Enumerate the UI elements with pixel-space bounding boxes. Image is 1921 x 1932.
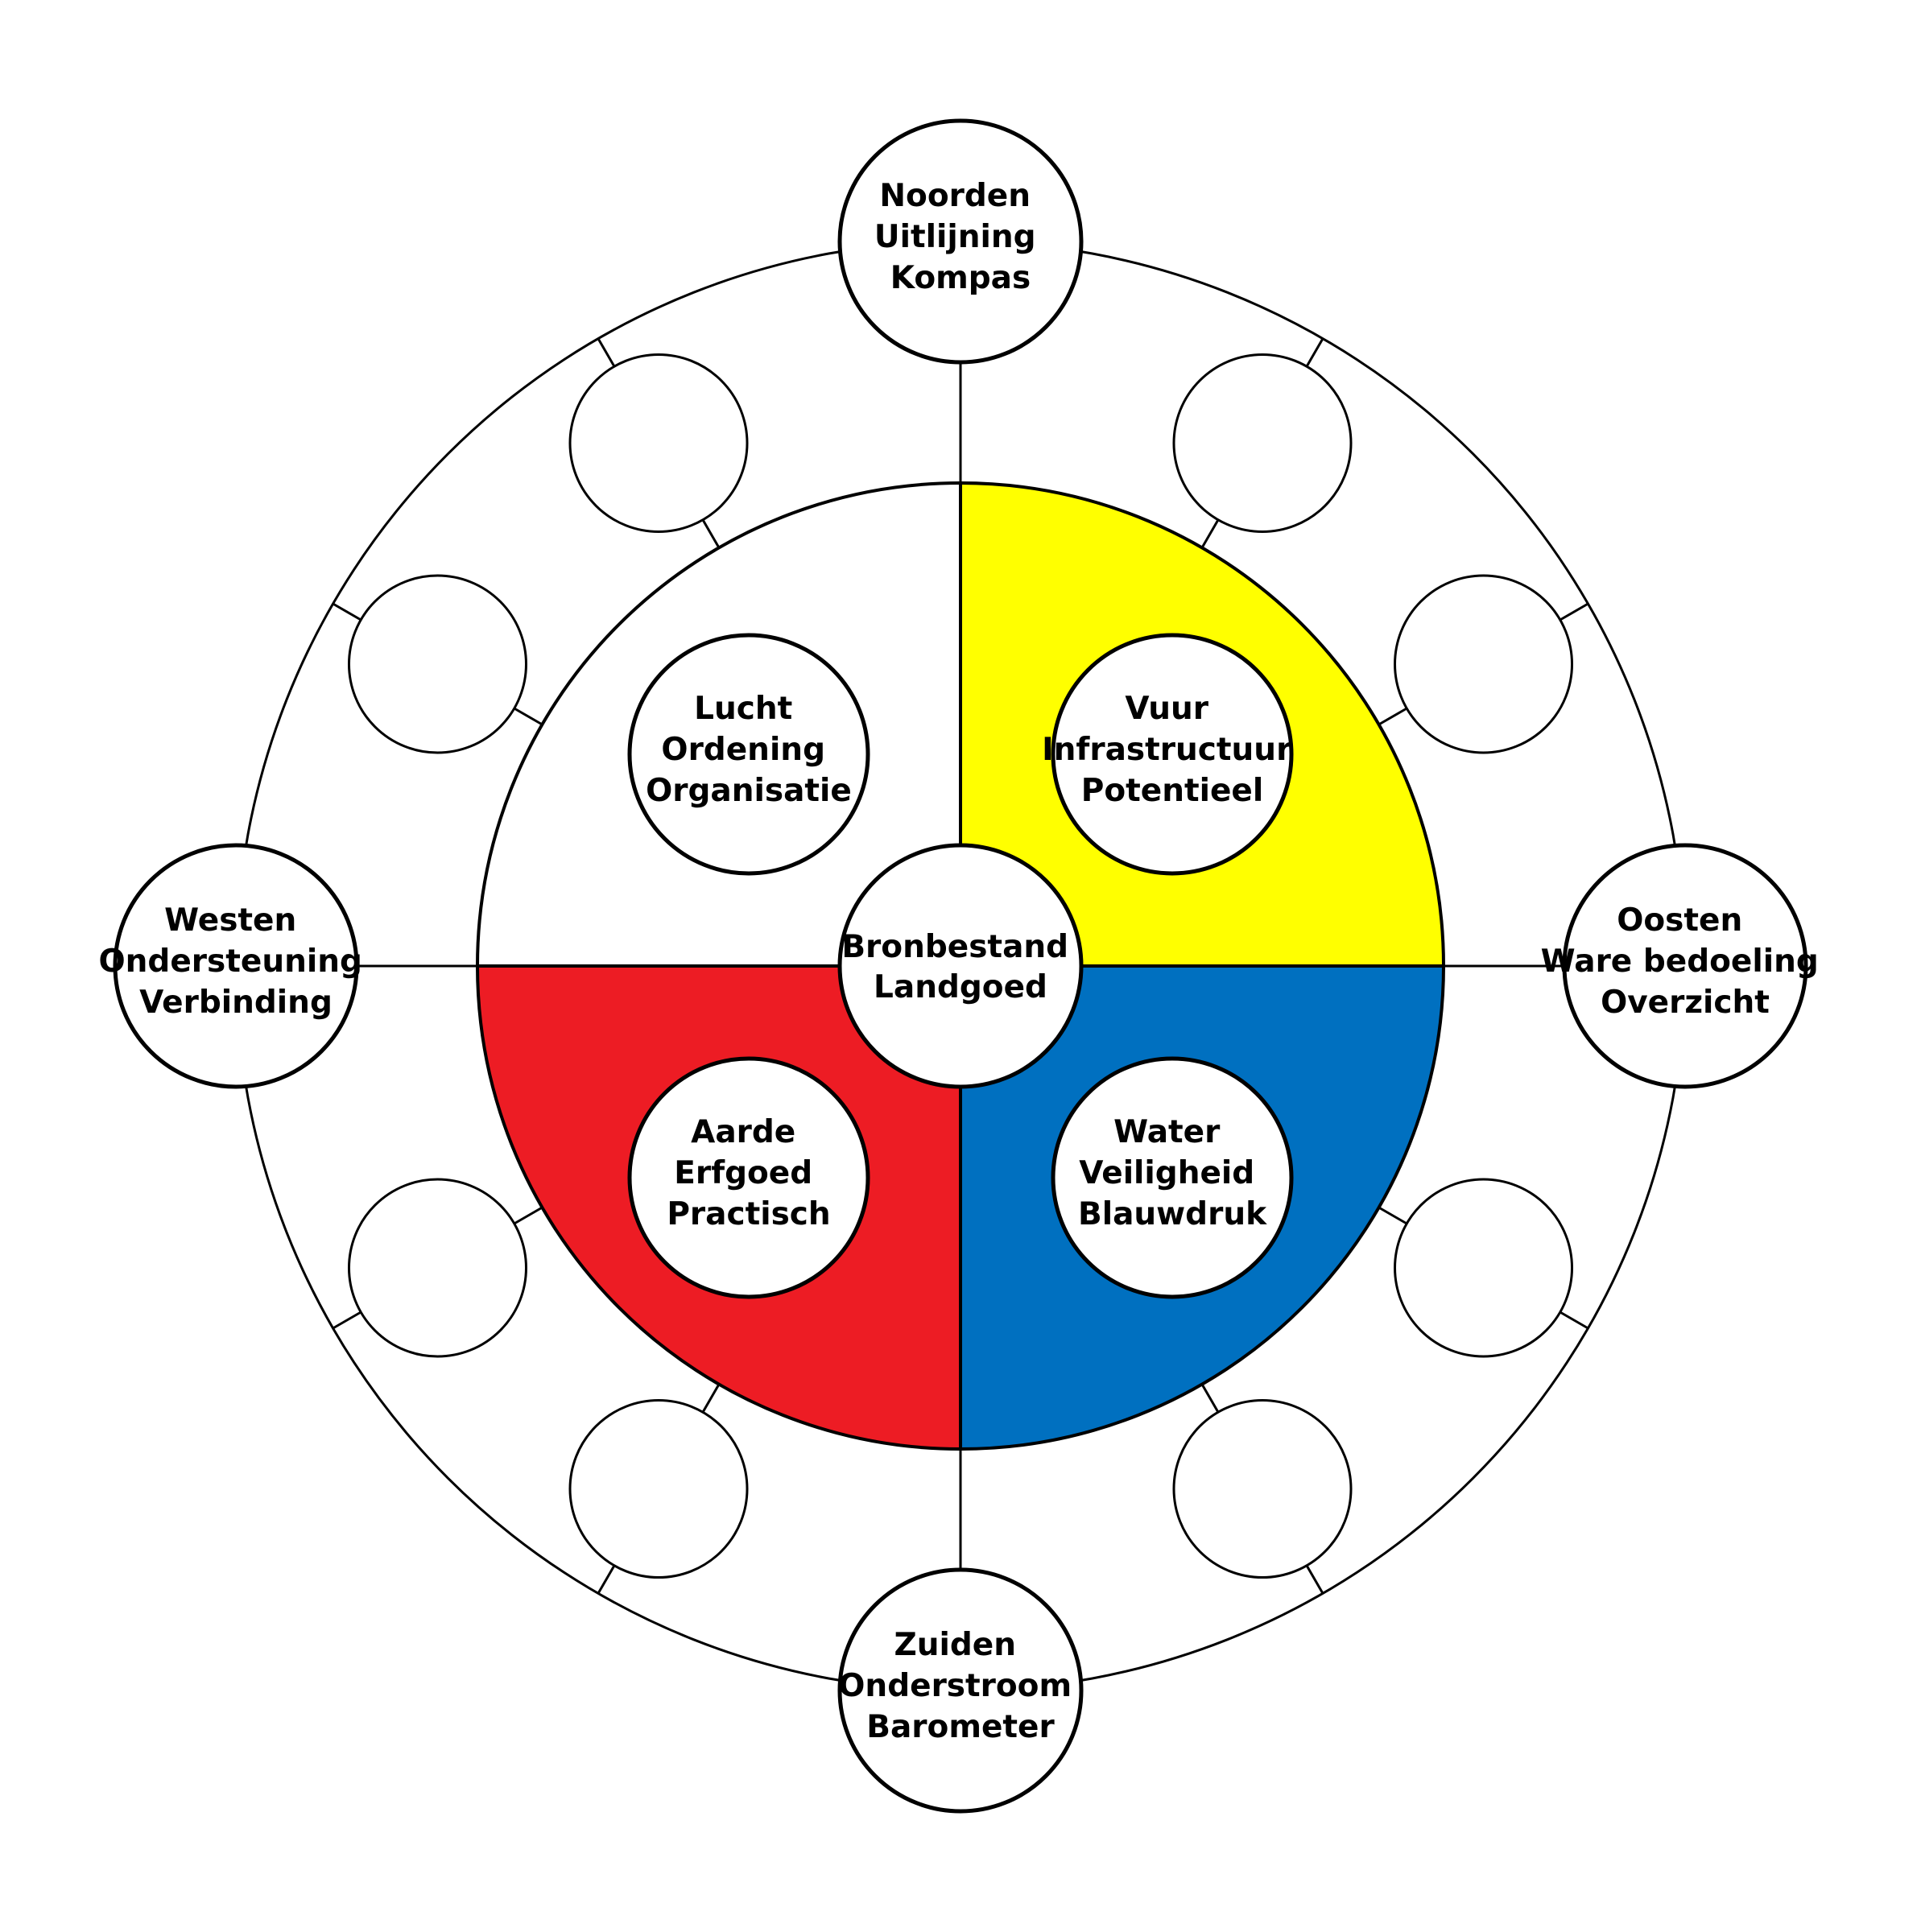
satellite-circle-5 bbox=[568, 1399, 749, 1579]
satellite-inner-connector bbox=[1378, 707, 1408, 726]
water-node: Water Veiligheid Blauwdruk bbox=[1051, 1056, 1294, 1299]
center-label: Bronbestand Landgoed bbox=[841, 929, 1079, 1005]
satellite-circle-2 bbox=[1394, 574, 1574, 754]
satellite-circle-1 bbox=[1172, 353, 1353, 533]
satellite-inner-connector bbox=[513, 1206, 543, 1225]
air-node: Lucht Ordening Organisatie bbox=[627, 633, 870, 876]
water-label: Water Veiligheid Blauwdruk bbox=[1078, 1114, 1267, 1232]
east-node: Oosten Ware bedoeling Overzicht bbox=[1541, 843, 1830, 1089]
satellite-outer-connector bbox=[1305, 1565, 1324, 1595]
air-label: Lucht Ordening Organisatie bbox=[646, 691, 852, 809]
satellite-circles bbox=[332, 337, 1589, 1595]
satellite-outer-connector bbox=[597, 337, 616, 367]
satellite-inner-connector bbox=[1200, 518, 1220, 549]
earth-node: Aarde Erfgoed Practisch bbox=[627, 1056, 870, 1299]
satellite-circle-7 bbox=[347, 574, 527, 754]
north-node: Noorden Uitlijning Kompas bbox=[837, 118, 1084, 365]
south-node: Zuiden Onderstroom Barometer bbox=[837, 1567, 1084, 1814]
satellite-circle-3 bbox=[1394, 1178, 1574, 1358]
earth-label: Aarde Erfgoed Practisch bbox=[667, 1114, 830, 1232]
satellite-circle-4 bbox=[1172, 1399, 1353, 1579]
satellite-inner-connector bbox=[513, 707, 543, 726]
satellite-outer-connector bbox=[332, 1311, 361, 1330]
fire-label: Vuur Infrastructuur Potentieel bbox=[1042, 691, 1303, 809]
west-node: Westen Ondersteuning Verbinding bbox=[99, 843, 374, 1089]
center-node: Bronbestand Landgoed bbox=[837, 843, 1084, 1089]
east-label: Oosten Ware bedoeling Overzicht bbox=[1541, 902, 1830, 1021]
satellite-outer-connector bbox=[1560, 1311, 1589, 1330]
satellite-inner-connector bbox=[1200, 1383, 1220, 1414]
satellite-outer-connector bbox=[1305, 337, 1324, 367]
satellite-outer-connector bbox=[332, 602, 361, 621]
satellite-circle-8 bbox=[568, 353, 749, 533]
satellite-inner-connector bbox=[701, 1383, 721, 1414]
west-label: Westen Ondersteuning Verbinding bbox=[99, 902, 374, 1021]
satellite-outer-connector bbox=[597, 1565, 616, 1595]
south-label: Zuiden Onderstroom Barometer bbox=[838, 1627, 1082, 1745]
fire-node: Vuur Infrastructuur Potentieel bbox=[1042, 633, 1303, 876]
satellite-inner-connector bbox=[701, 518, 721, 549]
satellite-inner-connector bbox=[1378, 1206, 1408, 1225]
satellite-circle-6 bbox=[347, 1178, 527, 1358]
satellite-outer-connector bbox=[1560, 602, 1589, 621]
north-label: Noorden Uitlijning Kompas bbox=[874, 178, 1047, 296]
